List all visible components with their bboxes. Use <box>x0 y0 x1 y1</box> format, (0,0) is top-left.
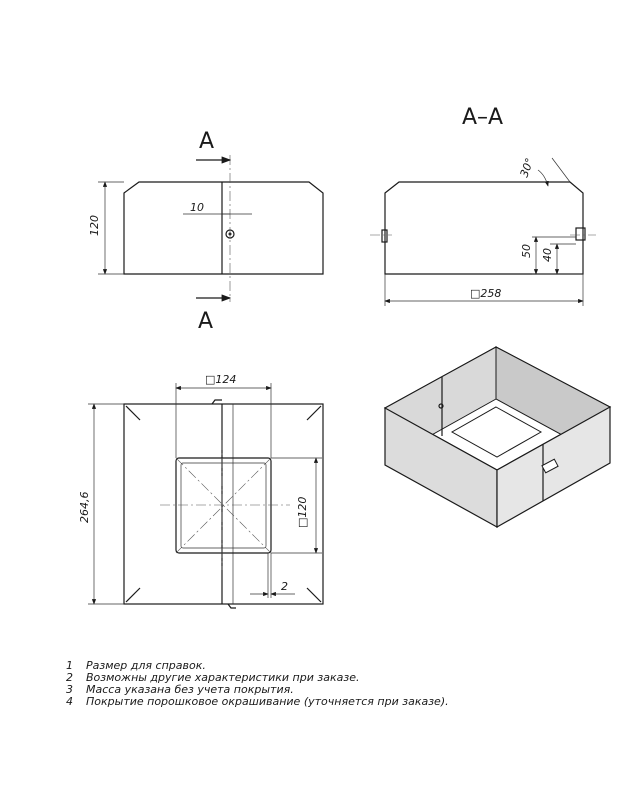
isometric-view <box>383 346 612 529</box>
note-number: 2 <box>66 671 73 684</box>
note-number: 1 <box>66 659 73 672</box>
dim-gap-2: 2 <box>281 580 288 593</box>
top-view: □124 264,6 □120 2 <box>78 373 324 609</box>
dim-length-264-6: 264,6 <box>78 492 91 524</box>
dim-height-40: 40 <box>541 248 554 262</box>
dim-square-120: □120 <box>296 497 309 528</box>
dim-square-258: □258 <box>470 287 501 300</box>
note-item: 4 Покрытие порошковое окрашивание (уточня… <box>66 696 449 708</box>
notes-list: 1 Размер для справок. 2 Возможны другие ха… <box>66 660 449 708</box>
front-view: A A 120 10 <box>88 129 324 334</box>
note-text: Размер для справок. <box>86 659 206 672</box>
note-number: 3 <box>66 683 73 696</box>
dim-square-124: □124 <box>205 373 236 386</box>
dim-offset-10: 10 <box>190 201 204 214</box>
note-text: Возможны другие характеристики при заказ… <box>86 671 360 684</box>
note-text: Масса указана без учета покрытия. <box>86 683 294 696</box>
dim-height-120: 120 <box>88 215 101 236</box>
dim-angle-30: 30° <box>518 156 537 179</box>
note-item: 2 Возможны другие характеристики при зака… <box>66 672 449 684</box>
section-view: A–A 30° 50 40 □258 <box>370 105 596 306</box>
section-mark-top: A <box>199 129 214 154</box>
dim-height-50: 50 <box>520 244 533 258</box>
note-item: 1 Размер для справок. <box>66 660 449 672</box>
note-number: 4 <box>66 695 73 708</box>
section-mark-bottom: A <box>198 309 213 334</box>
section-title: A–A <box>462 105 503 130</box>
note-item: 3 Масса указана без учета покрытия. <box>66 684 449 696</box>
note-text: Покрытие порошковое окрашивание (уточняе… <box>86 695 449 708</box>
